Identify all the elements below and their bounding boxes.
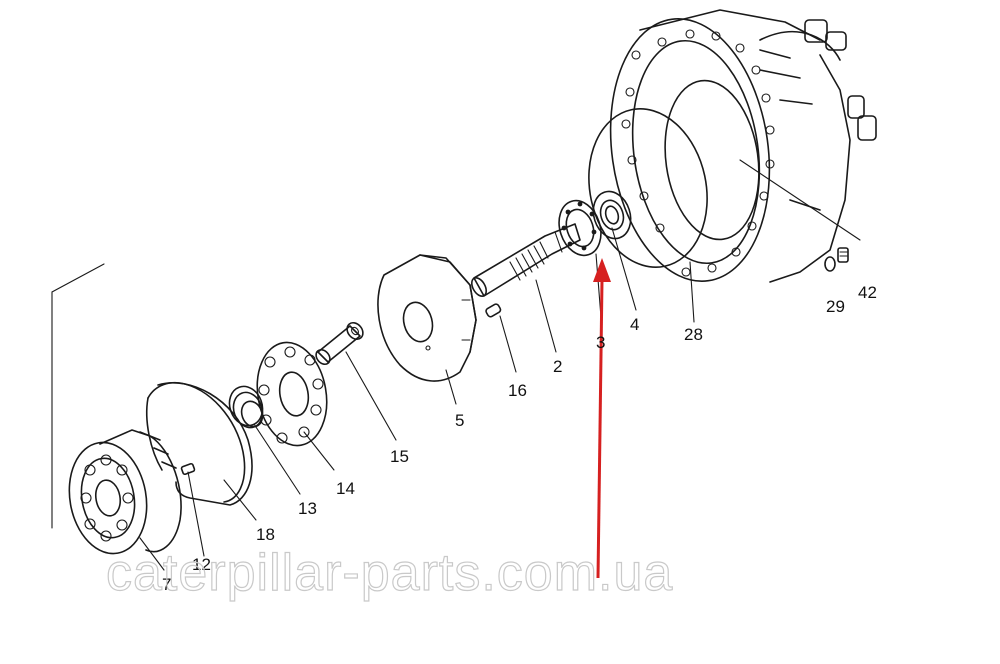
part-13-ball-guide [228,385,264,429]
part-15-piston [315,321,364,366]
label-part-5: 5 [455,411,464,430]
part-5-plate [377,254,477,382]
red-arrow [593,258,611,579]
part-16-pin [485,303,502,318]
frame-lines [51,263,105,529]
housing-bolt-holes [621,29,775,277]
part-14-retainer-plate [256,341,328,447]
label-part-3: 3 [596,333,605,352]
part-3-bearing [558,199,602,257]
label-part-14: 14 [336,479,355,498]
part-2-shaft [470,223,581,297]
watermark-text: caterpillar-parts.com.ua [106,544,673,602]
leader-lines [139,227,695,571]
part-18-plate [145,381,253,506]
label-part-15: 15 [390,447,409,466]
label-part-13: 13 [298,499,317,518]
part-7-cylinder-block [68,429,182,555]
housing-28 [609,9,877,283]
part-29-o-ring [824,256,836,272]
label-part-18: 18 [256,525,275,544]
label-part-7: 7 [162,575,171,594]
label-part-29: 29 [826,297,845,316]
part-12-pin [180,462,196,476]
part-42-plug [837,247,849,263]
label-part-28: 28 [684,325,703,344]
label-part-4: 4 [630,315,639,334]
part-4-bearing [592,190,632,240]
label-part-16: 16 [508,381,527,400]
label-part-42: 42 [858,283,877,302]
label-part-2: 2 [553,357,562,376]
label-part-12: 12 [192,555,211,574]
o-ring-28 [588,108,708,268]
